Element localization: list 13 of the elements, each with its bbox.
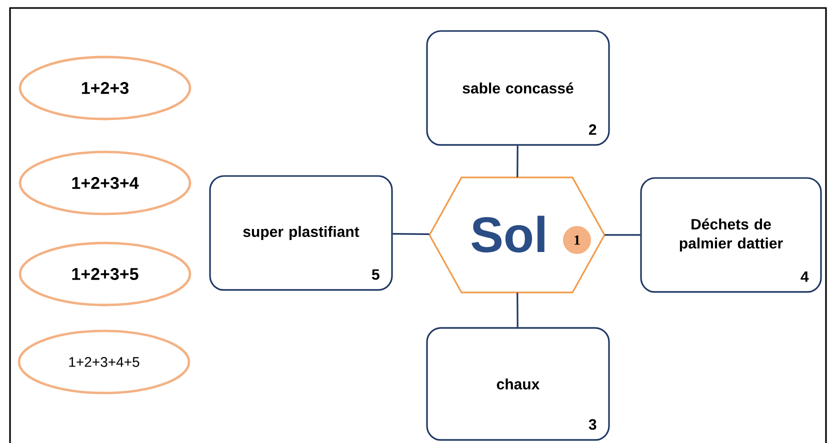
box-number: 3 — [588, 419, 596, 430]
connector-line — [604, 234, 640, 236]
connector-line — [516, 292, 518, 328]
connector-line — [392, 233, 430, 235]
box-number: 2 — [588, 124, 596, 135]
oval-label: 1+2+3+4+5 — [18, 330, 190, 394]
oval-label: 1+2+3+5 — [18, 242, 192, 306]
number-badge: 1 — [563, 226, 591, 254]
box-number: 5 — [372, 269, 380, 280]
box-number: 4 — [800, 271, 809, 282]
oval-label: 1+2+3+4 — [18, 150, 192, 216]
connector-line — [516, 146, 518, 178]
oval-label: 1+2+3 — [18, 56, 192, 120]
